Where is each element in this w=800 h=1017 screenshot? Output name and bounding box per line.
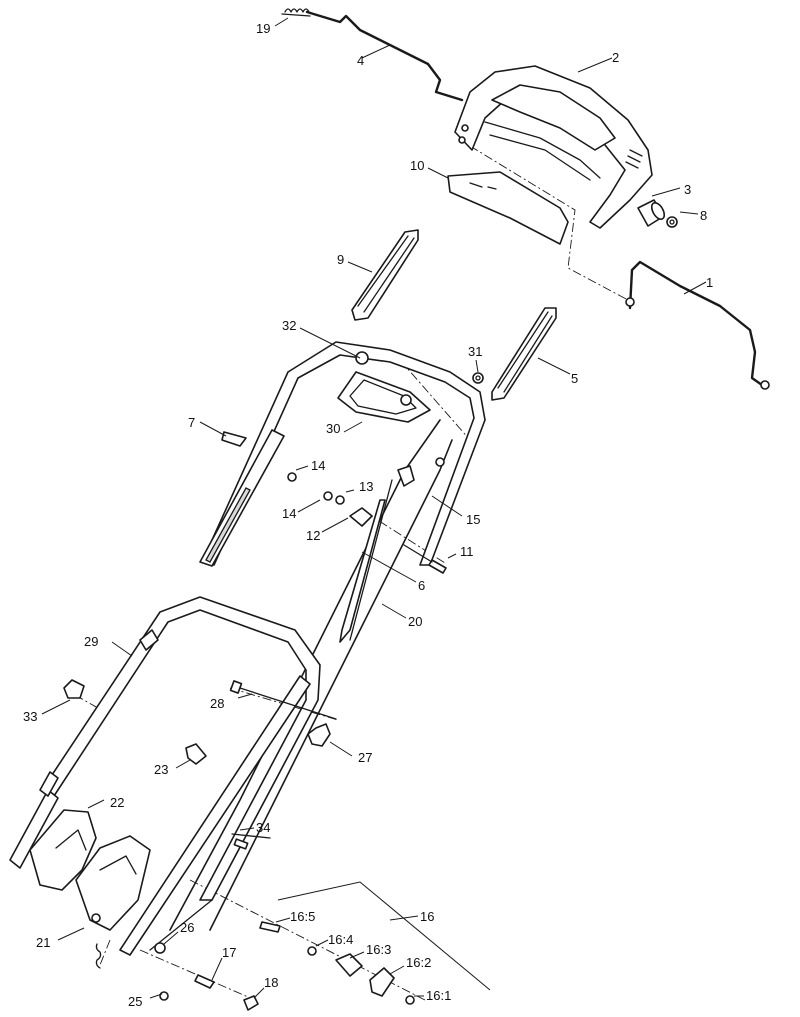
part-15-cable	[209, 439, 453, 931]
part-7-handle-tube	[199, 429, 285, 567]
callout-6: 6	[418, 578, 425, 593]
callout-14a: 14	[311, 458, 325, 473]
part-25-nut	[159, 991, 169, 1001]
part-18-knob	[243, 995, 259, 1011]
part-16-4-nut	[307, 946, 317, 956]
part-2-upper-handle	[454, 65, 653, 229]
callout-30: 30	[326, 421, 340, 436]
assembly-centerlines	[74, 145, 629, 1001]
callout-7: 7	[188, 415, 195, 430]
part-33-knob	[63, 679, 85, 699]
callout-28: 28	[210, 696, 224, 711]
part-16-1-cap	[405, 995, 415, 1005]
callout-21: 21	[36, 935, 50, 950]
callout-29: 29	[84, 634, 98, 649]
callout-16-3: 16:3	[366, 942, 391, 957]
callout-16-1: 16:1	[426, 988, 451, 1003]
spring-pivot	[95, 943, 102, 969]
part-14-nut-lower	[323, 491, 333, 501]
part-28-bolt	[229, 680, 337, 720]
part-5-side-cover	[491, 307, 557, 401]
callout-16-4: 16:4	[328, 932, 353, 947]
callout-8: 8	[700, 208, 707, 223]
part-9-side-cover	[351, 229, 419, 321]
callout-1: 1	[706, 275, 713, 290]
callout-18: 18	[264, 975, 278, 990]
part-22-bracket	[29, 809, 97, 891]
part-16-5-pin	[259, 921, 281, 933]
part-21-bracket	[75, 835, 151, 931]
callout-16-5: 16:5	[290, 909, 315, 924]
callout-25: 25	[128, 994, 142, 1009]
part-8-washer	[666, 216, 678, 228]
callout-16-2: 16:2	[406, 955, 431, 970]
part-13-washer	[335, 495, 345, 505]
part-10-insert	[447, 171, 569, 245]
callout-13: 13	[359, 479, 373, 494]
part-16-2-lever	[369, 967, 395, 997]
part-20-channel	[339, 479, 393, 643]
part-1-bail	[625, 260, 770, 390]
leader-lines	[41, 17, 707, 999]
callout-9: 9	[337, 252, 344, 267]
part-23-bracket	[185, 743, 207, 765]
callout-4: 4	[357, 53, 364, 68]
callout-31: 31	[468, 344, 482, 359]
part-27-star-knob	[307, 723, 331, 747]
callout-20: 20	[408, 614, 422, 629]
callout-34: 34	[256, 820, 270, 835]
callout-17: 17	[222, 945, 236, 960]
callout-14b: 14	[282, 506, 296, 521]
part-30-grip-plate	[337, 371, 431, 423]
callout-33: 33	[23, 709, 37, 724]
callout-5: 5	[571, 371, 578, 386]
part-16-3-block	[335, 953, 363, 977]
part-17-bolt	[194, 974, 215, 989]
part-7-clip	[221, 431, 247, 447]
part-12-cable-clamp	[349, 507, 373, 527]
callout-32: 32	[282, 318, 296, 333]
callout-19: 19	[256, 21, 270, 36]
callout-23: 23	[154, 762, 168, 777]
part-34-bolt	[231, 833, 271, 850]
callout-2: 2	[612, 50, 619, 65]
part-16-bracket-outline	[277, 881, 491, 991]
callout-15: 15	[466, 512, 480, 527]
callout-26: 26	[180, 920, 194, 935]
callout-11: 11	[460, 544, 474, 559]
callout-labels: 19 4 2 10 3 8 9 1 32 31 5 7 30 14 13 14 …	[23, 21, 713, 1009]
part-26-spacer	[154, 942, 166, 954]
callout-16: 16	[420, 909, 434, 924]
part-4-control-rod	[305, 10, 464, 102]
callout-10: 10	[410, 158, 424, 173]
callout-22: 22	[110, 795, 124, 810]
callout-12: 12	[306, 528, 320, 543]
part-6-cable	[169, 419, 441, 931]
middle-handle-frame	[202, 341, 486, 566]
part-3-bushing	[637, 199, 666, 227]
part-11-bolt	[403, 544, 447, 574]
part-32-knob	[355, 351, 369, 365]
callout-3: 3	[684, 182, 691, 197]
part-29-lower-handle	[9, 596, 321, 956]
part-31-nut	[472, 372, 484, 384]
callout-27: 27	[358, 750, 372, 765]
part-19-spring	[281, 8, 311, 17]
part-14-nut-upper	[287, 472, 297, 482]
